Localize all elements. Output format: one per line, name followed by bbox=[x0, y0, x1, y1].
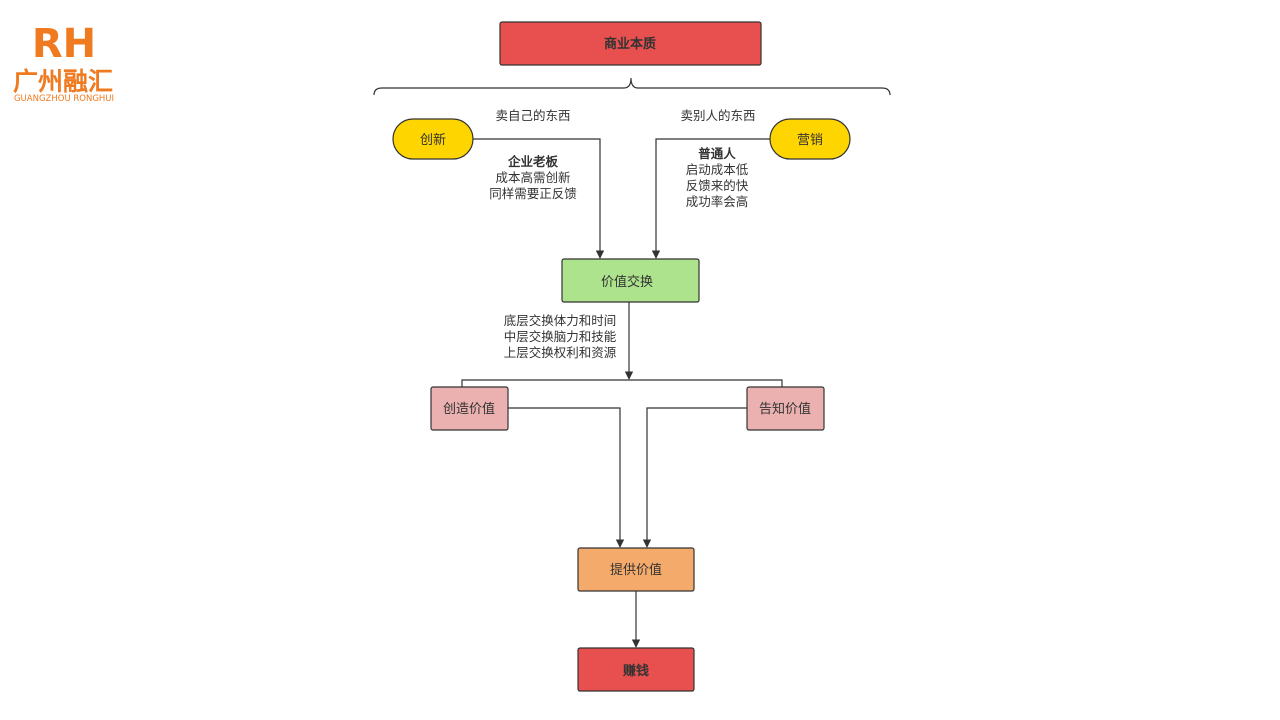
logo-name-cn: 广州融汇 bbox=[13, 67, 113, 96]
node-innovation[interactable]: 创新 bbox=[392, 118, 474, 160]
node-inform-value-label: 告知价值 bbox=[759, 401, 811, 417]
node-create-value[interactable]: 创造价值 bbox=[430, 386, 509, 431]
company-logo: RH 广州融汇 GUANGZHOU RONGHUI bbox=[13, 21, 114, 104]
node-innovation-label: 创新 bbox=[420, 132, 446, 148]
label-sell-own: 卖自己的东西 bbox=[495, 108, 570, 123]
node-provide-value[interactable]: 提供价值 bbox=[577, 547, 695, 592]
edge-innovation-to-exchange bbox=[473, 138, 605, 259]
split-bar bbox=[461, 379, 783, 387]
node-inform-value[interactable]: 告知价值 bbox=[746, 386, 825, 431]
label-ordinary-title: 普通人 bbox=[698, 146, 736, 161]
label-boss-title: 企业老板 bbox=[507, 154, 559, 169]
edge-create-to-provide bbox=[508, 407, 625, 548]
label-exchange-level: 上层交换权利和资源 bbox=[504, 345, 617, 360]
node-value-exchange[interactable]: 价值交换 bbox=[561, 258, 700, 303]
logo-name-en: GUANGZHOU RONGHUI bbox=[14, 94, 114, 104]
curly-brace bbox=[373, 77, 891, 96]
node-make-money[interactable]: 赚钱 bbox=[577, 647, 695, 692]
node-make-money-label: 赚钱 bbox=[622, 663, 649, 679]
label-ordinary-line: 成功率会高 bbox=[686, 194, 749, 209]
node-marketing-label: 营销 bbox=[797, 133, 823, 148]
label-ordinary-line: 反馈来的快 bbox=[686, 178, 749, 193]
label-exchange-level: 底层交换体力和时间 bbox=[504, 313, 617, 328]
node-value-exchange-label: 价值交换 bbox=[601, 274, 653, 290]
logo-letters: RH bbox=[32, 21, 96, 67]
label-boss: 企业老板 成本高需创新 同样需要正反馈 bbox=[489, 154, 577, 201]
node-business-essence[interactable]: 商业本质 bbox=[499, 21, 762, 66]
node-provide-value-label: 提供价值 bbox=[610, 562, 662, 578]
node-create-value-label: 创造价值 bbox=[443, 401, 495, 417]
edge-marketing-to-exchange bbox=[651, 138, 770, 259]
label-exchange-level: 中层交换脑力和技能 bbox=[504, 329, 617, 344]
node-marketing[interactable]: 营销 bbox=[769, 118, 851, 160]
edge-inform-to-provide bbox=[642, 407, 747, 548]
label-boss-line: 同样需要正反馈 bbox=[489, 186, 577, 201]
label-ordinary: 普通人 启动成本低 反馈来的快 成功率会高 bbox=[686, 146, 749, 209]
node-business-essence-label: 商业本质 bbox=[604, 36, 656, 52]
label-boss-line: 成本高需创新 bbox=[495, 170, 570, 185]
label-ordinary-line: 启动成本低 bbox=[686, 162, 749, 177]
label-sell-others: 卖别人的东西 bbox=[680, 108, 755, 123]
label-exchange-levels: 底层交换体力和时间 中层交换脑力和技能 上层交换权利和资源 bbox=[504, 313, 617, 360]
